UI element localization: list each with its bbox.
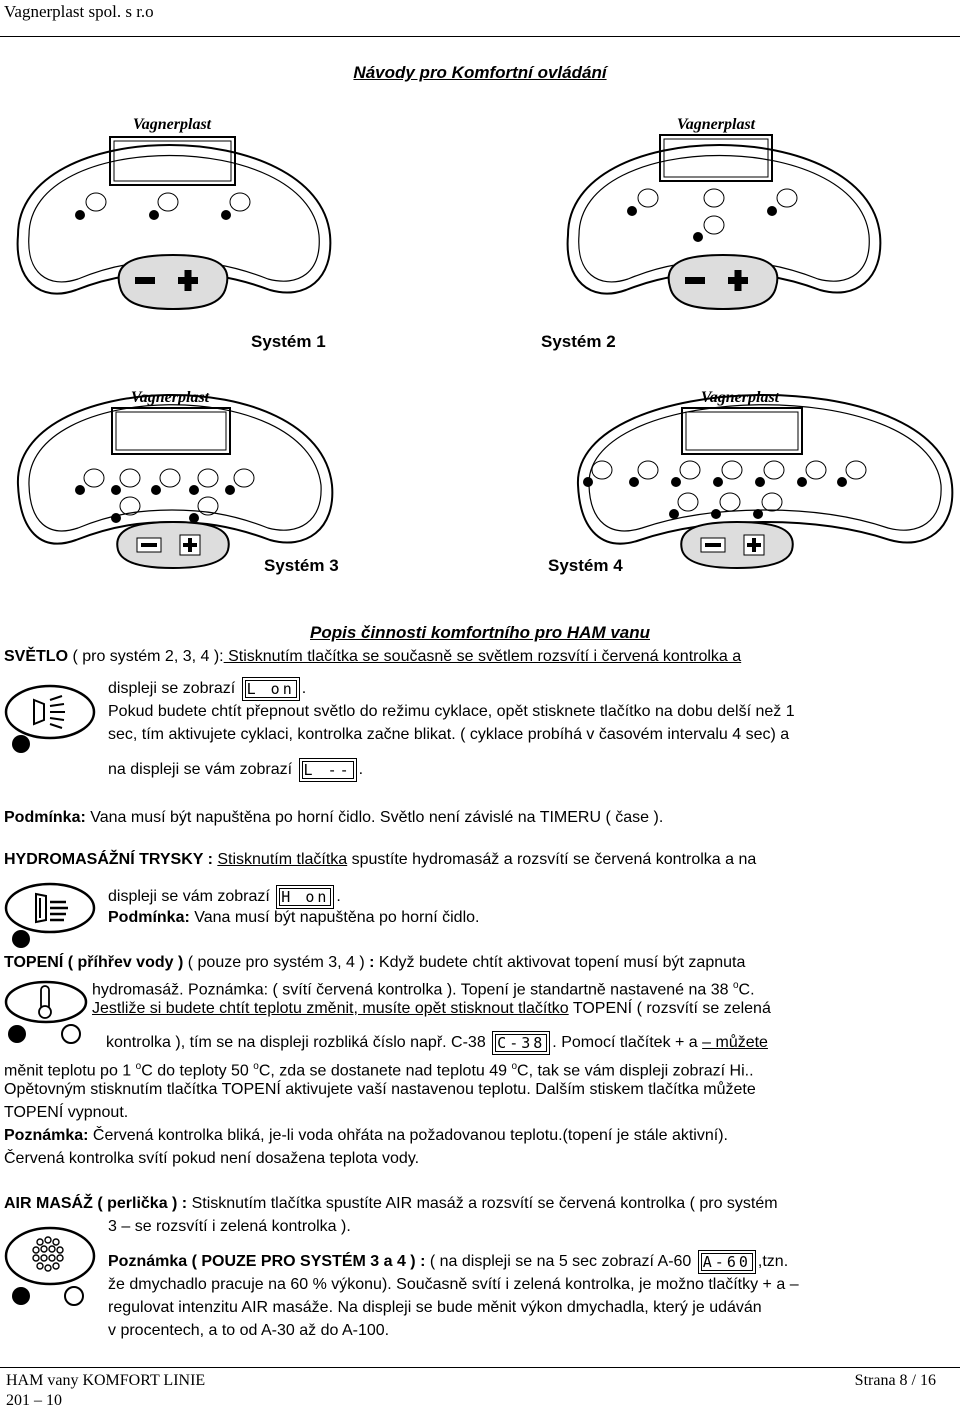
heat-line4-end: . Pomocí tlačítek + a: [552, 1034, 703, 1052]
heat-line5-d: C, tak se vám displeji zobrazí Hi..: [517, 1062, 754, 1080]
air-note: Poznámka ( POUZE PRO SYSTÉM 3 a 4 ) : ( …: [108, 1250, 956, 1274]
air-line-2: 3 – se rozsvítí i zelená kontrolka ).: [108, 1218, 351, 1235]
light-button-icon: [4, 684, 96, 753]
degree-sup: o: [253, 1061, 259, 1072]
light-heading-rest: ( pro systém 2, 3, 4 ):: [68, 648, 224, 665]
heat-line2-end: C.: [738, 981, 755, 999]
hydro-condition-label: Podmínka:: [108, 909, 190, 926]
section-subtitle: Popis činnosti komfortního pro HAM vanu: [310, 623, 650, 642]
hydro-line-2: displeji se vám zobrazí H on.: [108, 885, 341, 909]
page-title: Návody pro Komfortní ovládání: [353, 63, 607, 82]
heat-button-icon: [4, 980, 88, 1044]
hydro-line-1: HYDROMASÁŽNÍ TRYSKY : Stisknutím tlačítk…: [4, 848, 954, 871]
display-c-38: C-38: [492, 1031, 551, 1055]
heat-heading: TOPENÍ ( příhřev vody ): [4, 954, 184, 971]
heat-line3-rest: TOPENÍ ( rozsvítí se zelená: [568, 1000, 771, 1017]
heat-line4-underlined: – můžete: [702, 1034, 768, 1052]
light-line5-end: .: [358, 761, 364, 779]
display-h-on: H on: [276, 885, 335, 909]
heat-line1-colon: :: [369, 954, 375, 971]
air-note-text: ( na displeji se na 5 sec zobrazí A-60: [425, 1253, 692, 1271]
hydro-condition-text: Vana musí být napuštěna po horní čidlo.: [189, 909, 480, 926]
light-condition: Podmínka: Vana musí být napuštěna po hor…: [4, 806, 663, 829]
degree-sup: o: [511, 1061, 518, 1072]
light-condition-text: Vana musí být napuštěna po horní čidlo. …: [85, 809, 664, 826]
light-line-5: na displeji se vám zobrazí L --.: [108, 758, 363, 782]
air-note-label: Poznámka ( POUZE PRO SYSTÉM 3 a 4 ) :: [108, 1253, 426, 1271]
hydro-line2-end: .: [336, 888, 341, 906]
brand-logo: Vagnerplast: [133, 116, 212, 133]
display-l-cycle: L --: [298, 758, 357, 782]
system-3-label: Systém 3: [264, 556, 339, 575]
heat-line-1: TOPENÍ ( příhřev vody ) ( pouze pro syst…: [4, 951, 745, 974]
heat-line5-b: C do teploty 50: [141, 1062, 254, 1080]
footer-date: 201 – 10: [6, 1392, 62, 1409]
system-1-label: Systém 1: [251, 332, 326, 351]
air-button-icon: [4, 1226, 96, 1306]
heat-note: Poznámka: Červená kontrolka bliká, je-li…: [4, 1124, 728, 1147]
company-name: Vagnerplast spol. s r.o: [4, 2, 154, 21]
heat-note-label: Poznámka:: [4, 1127, 89, 1144]
air-line-5: regulovat intenzitu AIR masáže. Na displ…: [108, 1299, 762, 1316]
control-panels-illustration: Vagnerplast Vagnerplast Vagnerplast: [16, 116, 954, 570]
degree-sup: o: [135, 1061, 142, 1072]
degree-sup: o: [732, 980, 739, 991]
air-line-6: v procentech, a to od A-30 až do A-100.: [108, 1322, 390, 1339]
light-line-4: sec, tím aktivujete cyklaci, kontrolka z…: [108, 726, 790, 743]
air-note-end: ,tzn.: [757, 1253, 789, 1271]
footer-page-number: Strana 8 / 16: [854, 1372, 936, 1389]
panel-system-3: Vagnerplast: [16, 389, 334, 570]
panel-system-1: Vagnerplast: [16, 116, 332, 311]
heat-line4-text: kontrolka ), tím se na displeji rozbliká…: [106, 1034, 486, 1052]
hydro-line1-rest: spustíte hydromasáž a rozsvítí se červen…: [347, 851, 757, 868]
hydro-line1-underlined: Stisknutím tlačítka: [217, 851, 348, 868]
light-line5-text: na displeji se vám zobrazí: [108, 761, 293, 779]
light-line1-underlined: Stisknutím tlačítka se současně se světl…: [223, 648, 742, 665]
footer-divider: [0, 1367, 960, 1368]
header-divider: [0, 36, 960, 37]
hydro-condition: Podmínka: Vana musí být napuštěna po hor…: [108, 906, 479, 929]
air-line1-rest: Stisknutím tlačítka spustíte AIR masáž a…: [187, 1195, 778, 1212]
heat-line-3: Jestliže si budete chtít teplotu změnit,…: [92, 997, 771, 1020]
heat-note-text: Červená kontrolka bliká, je-li voda ohřá…: [88, 1127, 728, 1144]
display-l-on: L on: [241, 677, 300, 701]
air-heading: AIR MASÁŽ ( perlička ) :: [4, 1195, 188, 1212]
panel-system-2: Vagnerplast: [566, 116, 882, 311]
light-line-2: displeji se zobrazí L on.: [108, 677, 306, 701]
heat-line5-c: C, zda se dostanete nad teplotu 49: [258, 1062, 512, 1080]
air-line-4: že dmychadlo pracuje na 60 % výkonu). So…: [108, 1276, 799, 1293]
system-4-label: Systém 4: [548, 556, 623, 575]
light-line-1: SVĚTLO ( pro systém 2, 3, 4 ): Stisknutí…: [4, 645, 741, 668]
light-condition-label: Podmínka:: [4, 809, 86, 826]
heat-line-9: Červená kontrolka svítí pokud není dosaž…: [4, 1150, 420, 1167]
footer-document: HAM vany KOMFORT LINIE: [6, 1372, 206, 1389]
brand-logo: Vagnerplast: [131, 389, 210, 406]
heat-line5-a: měnit teplotu po 1: [4, 1062, 136, 1080]
light-heading: SVĚTLO: [4, 648, 69, 665]
light-line2-text: displeji se zobrazí: [108, 680, 236, 698]
heat-line-4: kontrolka ), tím se na displeji rozbliká…: [106, 1031, 768, 1055]
heat-line-5: měnit teplotu po 1 oC do teploty 50 oC, …: [4, 1055, 754, 1082]
brand-logo: Vagnerplast: [677, 116, 756, 133]
hydro-heading: HYDROMASÁŽNÍ TRYSKY :: [4, 851, 213, 868]
display-a-60: A-60: [697, 1250, 756, 1274]
heat-line-2: hydromasáž. Poznámka: ( svítí červená ko…: [92, 974, 755, 1001]
hydro-button-icon: [4, 882, 96, 948]
heat-line2-text: hydromasáž. Poznámka: ( svítí červená ko…: [92, 981, 733, 999]
heat-line-6: Opětovným stisknutím tlačítka TOPENÍ akt…: [4, 1081, 756, 1098]
system-2-label: Systém 2: [541, 332, 616, 351]
brand-logo: Vagnerplast: [701, 389, 780, 406]
air-line-1: AIR MASÁŽ ( perlička ) : Stisknutím tlač…: [4, 1192, 778, 1215]
heat-line1-end: Když budete chtít aktivovat topení musí …: [374, 954, 746, 971]
hydro-line2-text: displeji se vám zobrazí: [108, 888, 270, 906]
heat-line3-underlined: Jestliže si budete chtít teplotu změnit,…: [92, 1000, 569, 1017]
heat-line1-rest: ( pouze pro systém 3, 4 ): [183, 954, 370, 971]
light-line2-end: .: [301, 680, 307, 698]
heat-line-7: TOPENÍ vypnout.: [4, 1104, 129, 1121]
light-line-3: Pokud budete chtít přepnout světlo do re…: [108, 703, 795, 720]
panel-system-4: Vagnerplast: [576, 389, 954, 570]
